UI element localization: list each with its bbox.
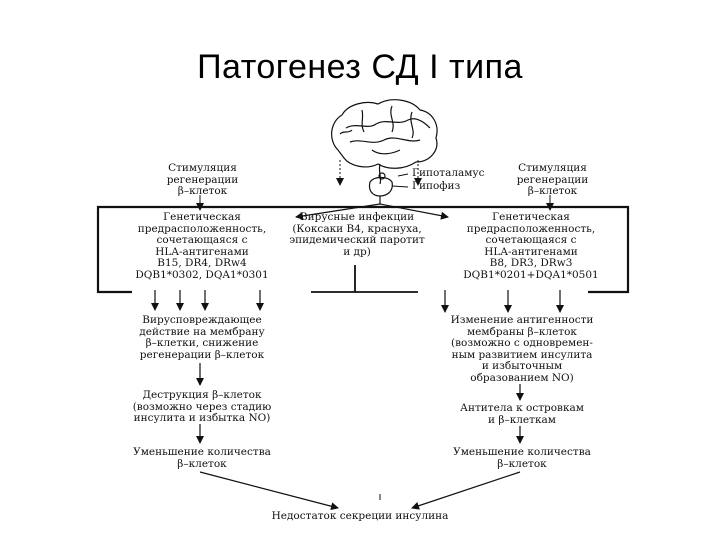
genetic-left-box: Генетическая предрасположенность, сочета… [135,211,269,281]
brain-icon [331,99,438,204]
stimulation-right-label: Стимуляция регенерации β–клеток [516,162,589,197]
antigen-change-box: Изменение антигенности мембраны β–клеток… [450,314,594,384]
genetic-right-box: Генетическая предрасположенность, сочета… [463,211,599,281]
stimulation-left-label: Стимуляция регенерации β–клеток [166,162,239,197]
decrease-right-box: Уменьшение количества β–клеток [453,446,591,470]
decrease-left-box: Уменьшение количества β–клеток [133,446,271,470]
hypophysis-label: Гипофиз [412,180,461,192]
hypothalamus-label: Гипоталамус [412,167,485,179]
insulin-deficit-box: Недостаток секреции инсулина [271,510,449,522]
antibodies-box: Антитела к островкам и β–клеткам [460,402,584,426]
viral-damage-box: Вирусповреждающее действие на мембрану β… [139,314,265,361]
viral-infections-box: Вирусные инфекции (Коксаки В4, краснуха,… [289,211,425,258]
destruction-box: Деструкция β–клеток (возможно через стад… [132,389,272,424]
page-title: Патогенез СД I типа [197,48,523,86]
